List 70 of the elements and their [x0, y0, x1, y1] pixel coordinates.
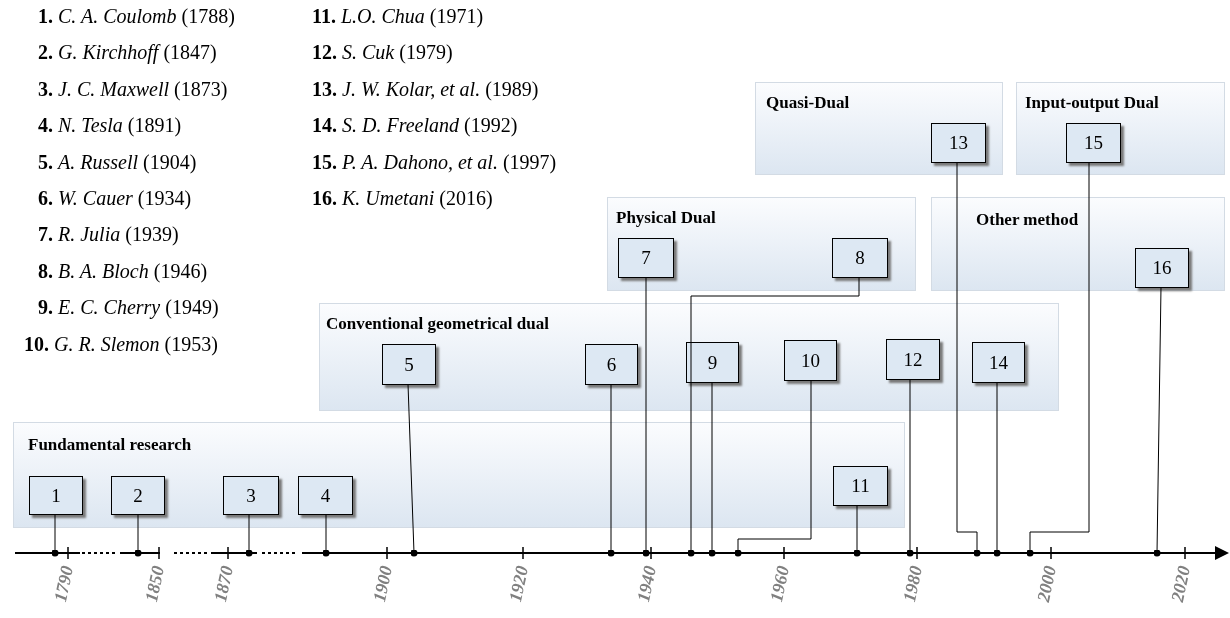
year-label: 1850	[141, 564, 169, 604]
reference-entry: 8. B. A. Bloch (1946)	[38, 259, 208, 283]
reference-number-box: 1	[29, 476, 83, 515]
reference-number-box: 12	[886, 339, 940, 380]
panel-title: Input-output Dual	[1025, 93, 1160, 113]
panel-title: Quasi-Dual	[766, 93, 851, 113]
leader-line	[1026, 161, 1090, 557]
leader-line	[607, 383, 615, 557]
reference-entry: 14. S. D. Freeland (1992)	[312, 114, 518, 138]
category-panel	[755, 82, 1003, 175]
year-label: 1960	[766, 564, 794, 604]
reference-entry: 1. C. A. Coulomb (1788)	[38, 5, 235, 28]
category-panel	[13, 422, 905, 528]
category-panel	[931, 197, 1225, 291]
leader-line	[322, 513, 330, 557]
reference-entry: 7. R. Julia (1939)	[38, 223, 179, 247]
reference-entry: 15. P. A. Dahono, et al. (1997)	[312, 150, 557, 174]
reference-entry: 5. A. Russell (1904)	[38, 150, 197, 174]
panel-title: Conventional geometrical dual	[326, 314, 550, 334]
leader-line	[642, 276, 650, 557]
leader-line	[245, 513, 253, 557]
panel-title: Fundamental research	[28, 435, 193, 455]
reference-entry: 10. G. R. Slemon (1953)	[24, 332, 218, 356]
leader-line	[687, 276, 860, 557]
category-panel	[607, 197, 916, 291]
leader-line	[134, 513, 142, 557]
reference-number-box: 10	[784, 340, 837, 381]
reference-entry: 2. G. Kirchhoff (1847)	[38, 41, 217, 65]
leader-line	[956, 161, 981, 557]
reference-number-box: 8	[832, 238, 888, 278]
year-label: 1900	[369, 564, 397, 604]
reference-number-box: 16	[1135, 248, 1189, 288]
leader-line	[993, 381, 1001, 557]
reference-number-box: 7	[618, 238, 674, 278]
leader-line	[708, 381, 716, 557]
category-panel	[1016, 82, 1225, 175]
reference-number-box: 9	[686, 342, 739, 383]
reference-number-box: 11	[833, 466, 888, 506]
year-label: 1940	[633, 564, 661, 604]
category-panel	[319, 303, 1059, 411]
leader-line	[853, 504, 861, 557]
reference-number-box: 3	[223, 476, 279, 515]
reference-number-box: 14	[972, 342, 1025, 383]
year-label: 1870	[210, 564, 238, 604]
year-label: 1980	[899, 564, 927, 604]
year-label: 1920	[505, 564, 533, 604]
reference-entry: 9. E. C. Cherry (1949)	[38, 296, 219, 320]
reference-number-box: 4	[298, 476, 353, 515]
panel-title: Other method	[976, 210, 1080, 230]
leader-line	[734, 379, 812, 557]
leader-line	[1153, 286, 1162, 557]
reference-number-box: 5	[382, 344, 436, 385]
reference-entry: 12. S. Cuk (1979)	[312, 41, 453, 65]
reference-entry: 6. W. Cauer (1934)	[38, 187, 192, 210]
reference-entry: 3. J. C. Maxwell (1873)	[38, 77, 228, 101]
reference-entry: 4. N. Tesla (1891)	[38, 114, 182, 138]
leader-line	[407, 383, 418, 557]
reference-number-box: 6	[585, 344, 638, 385]
reference-number-box: 13	[931, 123, 986, 163]
leader-line	[51, 513, 59, 557]
reference-entry: 11. L.O. Chua (1971)	[312, 5, 484, 28]
reference-entry: 16. K. Umetani (2016)	[312, 187, 493, 210]
reference-number-box: 15	[1066, 123, 1121, 163]
year-label: 1790	[50, 564, 78, 604]
year-label: 2000	[1033, 564, 1061, 604]
year-label: 2020	[1167, 564, 1195, 604]
reference-number-box: 2	[111, 476, 165, 515]
leader-line	[906, 378, 914, 557]
panel-title: Physical Dual	[616, 208, 717, 228]
reference-entry: 13. J. W. Kolar, et al. (1989)	[312, 77, 539, 101]
